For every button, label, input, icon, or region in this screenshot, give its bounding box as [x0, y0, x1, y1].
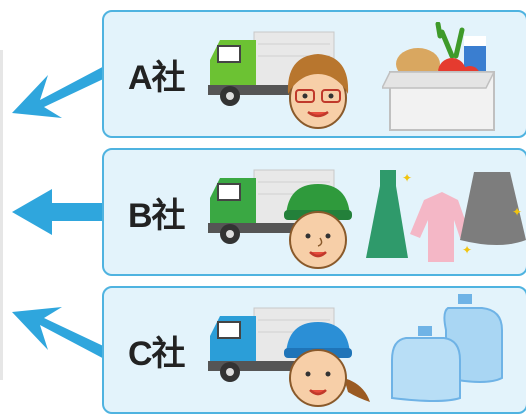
- company-label: A社: [128, 59, 186, 97]
- company-card-a: A社: [102, 10, 526, 138]
- driver-icon: [287, 54, 349, 129]
- water-jug-icon: [391, 294, 503, 402]
- arrow-left-icon: [12, 63, 116, 118]
- clothing-icon: ✦ ✦ ✦: [366, 170, 526, 262]
- company-label: C社: [128, 335, 186, 373]
- company-card-b: B社 ✦ ✦ ✦: [102, 148, 526, 276]
- company-label: B社: [128, 197, 186, 235]
- svg-text:✦: ✦: [462, 243, 472, 257]
- svg-text:✦: ✦: [512, 205, 522, 219]
- left-divider: [0, 50, 3, 380]
- company-card-c: C社: [102, 286, 526, 414]
- grocery-box-icon: [382, 22, 496, 131]
- driver-icon: [284, 322, 370, 407]
- driver-icon: [284, 184, 352, 269]
- arrow-left-icon: [12, 307, 116, 362]
- arrow-left-icon: [12, 189, 115, 235]
- svg-text:✦: ✦: [402, 171, 412, 185]
